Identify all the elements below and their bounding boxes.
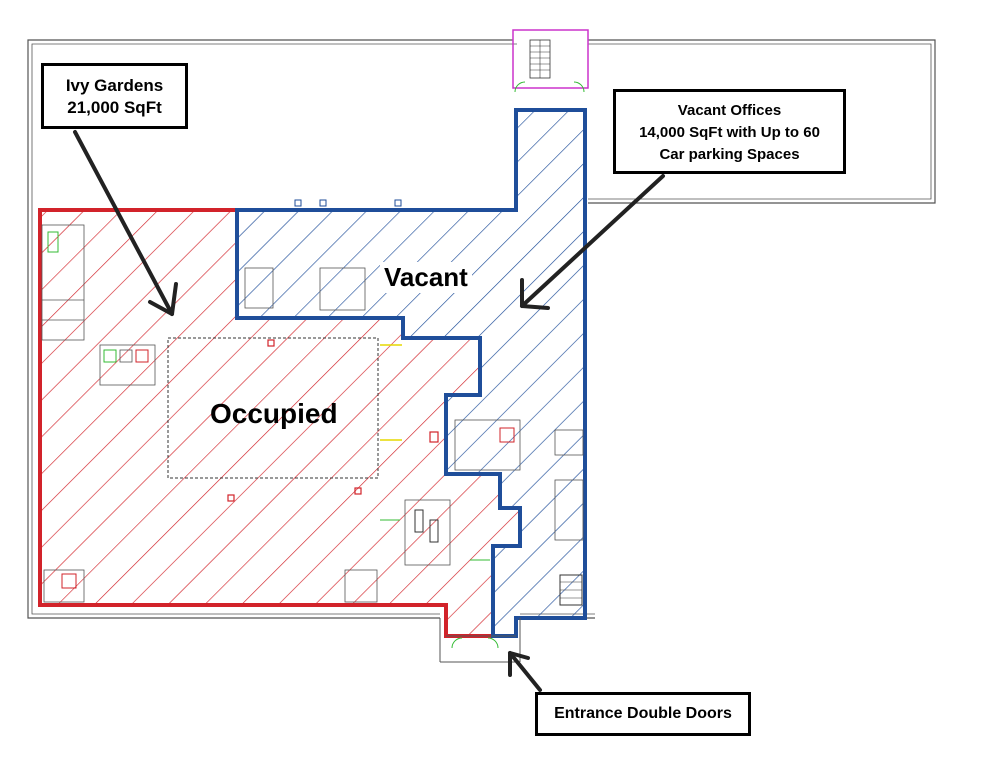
ivy-gardens-callout: Ivy Gardens 21,000 SqFt (41, 63, 188, 129)
vacant-offices-callout: Vacant Offices 14,000 SqFt with Up to 60… (613, 89, 846, 174)
ivy-gardens-area: 21,000 SqFt (67, 98, 162, 117)
stair-tower (512, 29, 589, 93)
vacant-area (235, 108, 587, 638)
vacant-offices-area: 14,000 SqFt with Up to 60 (639, 124, 820, 141)
ivy-gardens-name: Ivy Gardens (65, 76, 164, 95)
vacant-label: Vacant (380, 262, 472, 293)
occupied-label: Occupied (210, 398, 338, 429)
vacant-offices-title: Vacant Offices (677, 102, 782, 119)
arrow-vacant-offices (520, 174, 665, 310)
entrance-doors (439, 618, 521, 663)
arrow-entrance (508, 651, 542, 692)
entrance-callout: Entrance Double Doors (535, 692, 751, 736)
arrow-ivy (73, 130, 178, 316)
vacant-offices-parking: Car parking Spaces (659, 146, 800, 163)
interior-details (41, 199, 584, 606)
entrance-label: Entrance Double Doors (554, 705, 732, 722)
